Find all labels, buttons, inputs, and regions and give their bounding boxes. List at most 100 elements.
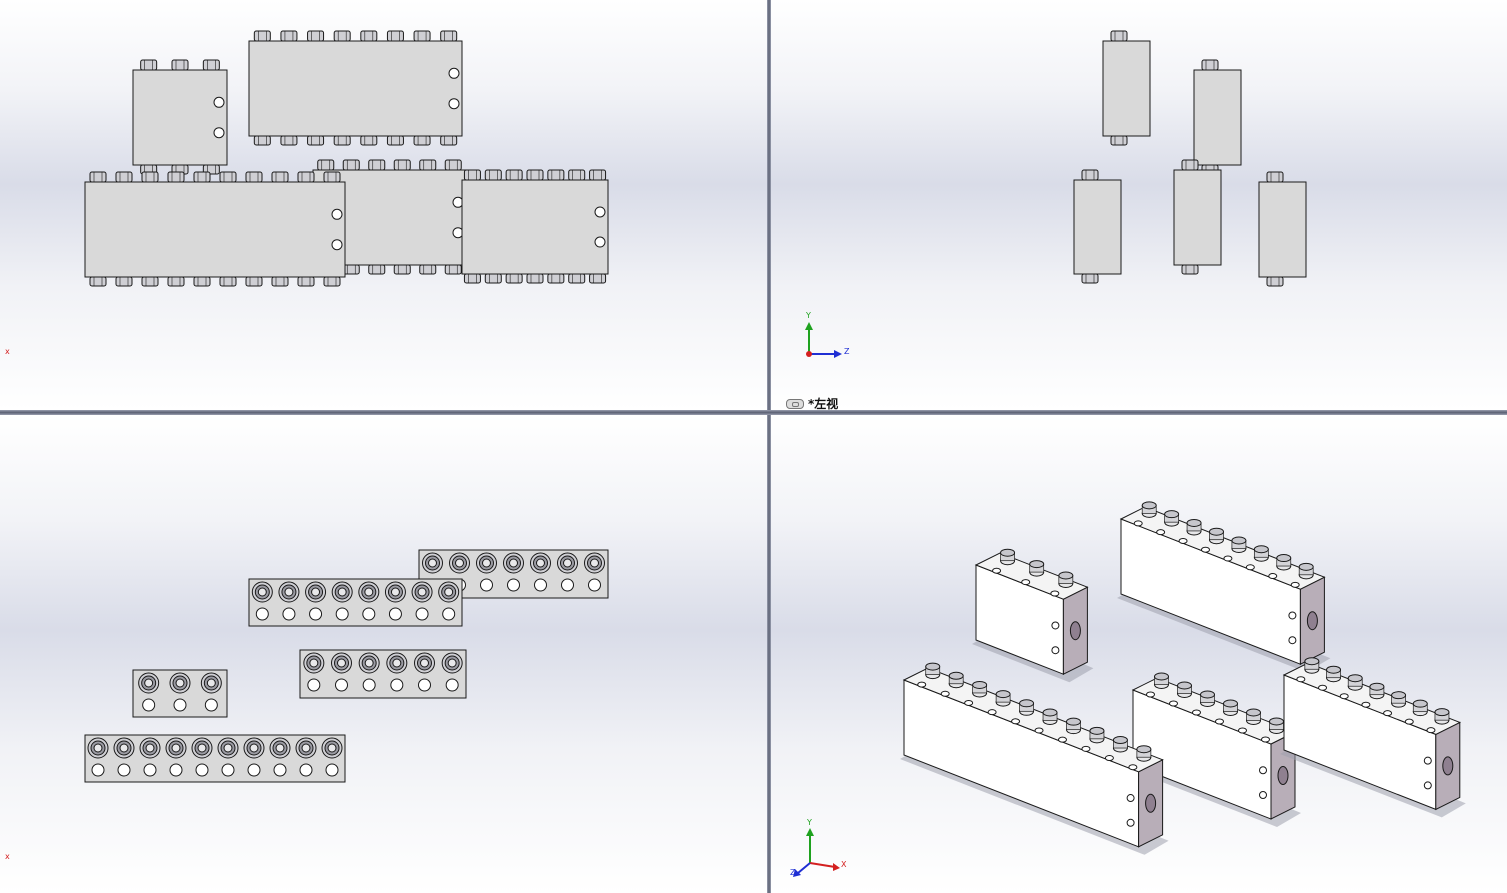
fitting bbox=[297, 276, 315, 287]
triad-icon: Y Z bbox=[805, 311, 850, 358]
block-body bbox=[1102, 40, 1151, 137]
fitting bbox=[440, 30, 458, 42]
fitting bbox=[413, 135, 431, 146]
port-hole bbox=[390, 678, 404, 692]
fitting bbox=[1266, 171, 1284, 183]
fitting bbox=[342, 264, 360, 275]
block-body bbox=[1173, 169, 1222, 266]
block-body bbox=[1073, 179, 1122, 275]
viewport-divider-horizontal[interactable] bbox=[0, 410, 1507, 415]
port-hole bbox=[91, 763, 105, 777]
fitting bbox=[1081, 273, 1099, 284]
manifold-block-iso bbox=[1129, 672, 1301, 827]
viewport-bottom-right[interactable]: Y X Z bbox=[771, 415, 1507, 893]
z-axis-label-iso: Z bbox=[790, 868, 796, 877]
block-body bbox=[248, 40, 463, 137]
manifold-block-iso bbox=[1117, 501, 1331, 673]
fitting bbox=[280, 135, 298, 146]
port-hole bbox=[255, 607, 269, 621]
port-hole bbox=[307, 678, 321, 692]
port-hole bbox=[325, 763, 339, 777]
port-hole bbox=[1011, 718, 1021, 725]
port-hole bbox=[415, 607, 429, 621]
manifold-block-front bbox=[84, 171, 346, 287]
manifold-block-side bbox=[1193, 59, 1242, 175]
fitting bbox=[1110, 30, 1128, 42]
fitting bbox=[202, 59, 220, 71]
manifold-block-iso bbox=[900, 662, 1169, 855]
block-body bbox=[84, 181, 346, 278]
port-hole bbox=[273, 763, 287, 777]
manifold-block-iso bbox=[972, 548, 1094, 683]
port-hole bbox=[1423, 756, 1432, 765]
fitting bbox=[193, 171, 211, 183]
fitting bbox=[245, 276, 263, 287]
fitting bbox=[219, 171, 237, 183]
port-hole bbox=[1126, 794, 1135, 803]
port-hole-end bbox=[1442, 756, 1454, 776]
port-hole bbox=[213, 96, 225, 108]
fitting bbox=[368, 264, 386, 275]
manifold-block-front bbox=[248, 30, 463, 146]
viewport-top-left[interactable]: x bbox=[0, 0, 767, 410]
x-axis-label-iso: X bbox=[841, 860, 847, 869]
port-hole bbox=[1404, 718, 1414, 725]
port-hole bbox=[1051, 621, 1060, 630]
port-hole bbox=[142, 698, 156, 712]
port-hole bbox=[1021, 579, 1031, 586]
fitting bbox=[271, 276, 289, 287]
manifold-block-side bbox=[1102, 30, 1151, 146]
manifold-block-side bbox=[1173, 159, 1222, 275]
viewport-divider-vertical[interactable] bbox=[767, 0, 771, 893]
block-body bbox=[1193, 69, 1242, 166]
port-hole bbox=[1288, 636, 1297, 645]
port-hole bbox=[1261, 736, 1270, 743]
fitting bbox=[484, 169, 502, 181]
port-hole bbox=[1259, 766, 1267, 775]
fitting bbox=[484, 273, 502, 284]
manifold-block-side bbox=[1258, 171, 1307, 287]
port-hole bbox=[388, 607, 402, 621]
fitting bbox=[323, 276, 341, 287]
x-axis-label-bottom: x bbox=[5, 852, 10, 861]
fitting bbox=[393, 159, 411, 171]
manifold-block-top bbox=[132, 669, 228, 718]
port-hole bbox=[1318, 684, 1328, 691]
port-hole bbox=[1057, 736, 1067, 743]
fitting bbox=[1201, 59, 1219, 71]
viewport-top-right[interactable]: Y Z bbox=[771, 0, 1507, 410]
port-hole bbox=[309, 607, 323, 621]
block-body bbox=[299, 649, 467, 699]
port-hole bbox=[1169, 700, 1178, 707]
port-hole bbox=[964, 699, 974, 706]
fitting bbox=[419, 264, 437, 275]
fitting bbox=[1181, 264, 1199, 275]
viewport-bottom-left[interactable]: x bbox=[0, 415, 767, 893]
fitting bbox=[1181, 159, 1199, 171]
port-hole bbox=[1200, 546, 1210, 553]
port-hole bbox=[362, 678, 376, 692]
port-hole-end bbox=[1277, 766, 1289, 785]
port-hole bbox=[1215, 718, 1224, 725]
port-hole bbox=[1133, 520, 1143, 527]
fitting bbox=[89, 276, 107, 287]
block-body bbox=[461, 179, 609, 275]
fitting bbox=[167, 276, 185, 287]
fitting bbox=[333, 135, 351, 146]
port-hole bbox=[169, 763, 183, 777]
fitting bbox=[167, 171, 185, 183]
port-hole bbox=[594, 206, 606, 218]
port-hole bbox=[221, 763, 235, 777]
fitting bbox=[568, 169, 586, 181]
port-hole bbox=[1339, 693, 1349, 700]
fitting bbox=[360, 30, 378, 42]
port-hole bbox=[1361, 701, 1371, 708]
port-hole bbox=[282, 607, 296, 621]
port-hole bbox=[940, 690, 950, 697]
fitting bbox=[463, 169, 481, 181]
port-hole bbox=[1383, 710, 1393, 717]
manifold-block-front bbox=[461, 169, 609, 284]
left-view-drawing: Y Z bbox=[805, 30, 1307, 358]
port-hole-end bbox=[1306, 611, 1318, 631]
fitting bbox=[393, 264, 411, 275]
